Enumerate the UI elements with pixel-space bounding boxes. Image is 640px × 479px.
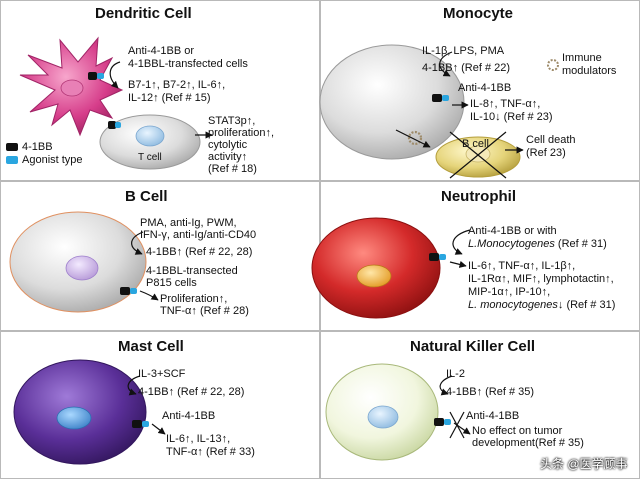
neut-pathogen-2: L. monocytogenes xyxy=(468,299,558,311)
bcell-4-1bb: 4-1BB↑ (Ref # 22, 28) xyxy=(146,246,253,258)
title-bcell: B Cell xyxy=(125,188,168,205)
bcell-stimulus-2: IFN-γ, anti-Ig/anti-CD40 xyxy=(140,229,257,241)
monocyte-receptor xyxy=(432,94,449,102)
cell-death-2: (Ref 23) xyxy=(526,147,566,159)
watermark: 头条 @医学顾事 xyxy=(540,457,628,471)
neut-effect-1: IL-6↑, TNF-α↑, IL-1β↑, xyxy=(468,260,576,272)
small-b-cell xyxy=(435,131,521,179)
neut-ref-2: ↓ (Ref # 31) xyxy=(557,299,616,311)
legend-agonist-icon xyxy=(6,156,18,164)
mono-agonist: Anti-4-1BB xyxy=(458,82,512,94)
dendritic-receptor xyxy=(88,72,104,80)
bcell-effect-2: TNF-α↑ (Ref # 28) xyxy=(160,305,249,317)
dc-stimulus-1: Anti-4-1BB or xyxy=(128,45,195,57)
mast-4-1bb: 4-1BB↑ (Ref # 22, 28) xyxy=(138,386,245,398)
nk-stimulus: IL-2 xyxy=(446,368,465,380)
title-nk: Natural Killer Cell xyxy=(410,338,536,355)
bcell-receptor xyxy=(120,287,137,295)
mono-effect-2: IL-10↓ (Ref # 23) xyxy=(470,111,553,123)
tcell-effect-4: activity↑ xyxy=(208,151,248,163)
tcell-effect-5: (Ref # 18) xyxy=(208,163,257,175)
small-bcell-label: B cell xyxy=(462,138,489,150)
legend-receptor-label: 4-1BB xyxy=(22,141,53,153)
dc-effect-2: IL-12↑ (Ref # 15) xyxy=(128,92,211,104)
neut-stimulus-1: Anti-4-1BB or with xyxy=(468,225,557,237)
nk-effect-1: No effect on tumor xyxy=(472,425,563,437)
cell-death-1: Cell death xyxy=(526,134,576,146)
immune-modulator-icon xyxy=(547,59,559,71)
immune-modulator-icon-2 xyxy=(407,130,423,146)
mast-agonist: Anti-4-1BB xyxy=(162,410,216,422)
bcell-ligand-1: 4-1BBL-transected xyxy=(146,265,238,277)
legend-receptor-icon xyxy=(6,143,18,151)
dc-effect-1: B7-1↑, B7-2↑, IL-6↑, xyxy=(128,79,226,91)
mono-stimulus: IL-1β, LPS, PMA xyxy=(422,45,505,57)
mast-stimulus: IL-3+SCF xyxy=(138,368,186,380)
bcell-ligand-2: P815 cells xyxy=(146,277,197,289)
title-dendritic: Dendritic Cell xyxy=(95,5,192,22)
legend-agonist-label: Agonist type xyxy=(22,154,83,166)
neut-effect-4: L. monocytogenes↓ (Ref # 31) xyxy=(468,299,615,312)
mono-effect-1: IL-8↑, TNF-α↑, xyxy=(470,98,541,110)
neut-stimulus-2: L.Monocytogenes (Ref # 31) xyxy=(468,238,607,251)
neutrophil-cell xyxy=(311,217,441,319)
t-cell xyxy=(99,114,201,170)
nk-4-1bb: 4-1BB↑ (Ref # 35) xyxy=(446,386,535,398)
neut-ref-1: (Ref # 31) xyxy=(554,238,607,250)
tcell-label: T cell xyxy=(138,152,162,163)
tcell-effect-1: STAT3p↑, xyxy=(208,115,256,127)
mast-effect-1: IL-6↑, IL-13↑, xyxy=(166,433,231,445)
bcell-stimulus-1: PMA, anti-Ig, PWM, xyxy=(140,217,237,229)
title-monocyte: Monocyte xyxy=(443,5,514,22)
immune-modulators-1: Immune xyxy=(562,52,602,64)
dendritic-cell xyxy=(19,36,124,137)
nk-agonist: Anti-4-1BB xyxy=(466,410,520,422)
nk-cell xyxy=(325,363,439,461)
mono-4-1bb: 4-1BB↑ (Ref # 22) xyxy=(422,62,511,74)
nk-effect-2: development(Ref # 35) xyxy=(472,437,584,449)
title-neutrophil: Neutrophil xyxy=(441,188,516,205)
neut-effect-2: IL-1Rα↑, MIF↑, lymphotactin↑, xyxy=(468,273,614,285)
mast-effect-2: TNF-α↑ (Ref # 33) xyxy=(166,446,255,458)
nk-receptor xyxy=(434,418,451,426)
bcell-effect-1: Proliferation↑, xyxy=(160,293,228,305)
neut-pathogen: L.Monocytogenes xyxy=(468,238,555,250)
dc-stimulus-2: 4-1BBL-transfected cells xyxy=(128,58,248,70)
neutrophil-receptor xyxy=(429,253,446,261)
b-cell xyxy=(9,211,147,313)
mast-cell xyxy=(13,359,147,465)
tcell-effect-2: proliferation↑, xyxy=(208,127,275,139)
neut-effect-3: MIP-1α↑, IP-10↑, xyxy=(468,286,551,298)
mast-receptor xyxy=(132,420,149,428)
immune-modulators-2: modulators xyxy=(562,65,617,77)
tcell-effect-3: cytolytic xyxy=(208,139,248,151)
dendritic-tcell-contact xyxy=(108,121,121,129)
title-mast: Mast Cell xyxy=(118,338,184,355)
